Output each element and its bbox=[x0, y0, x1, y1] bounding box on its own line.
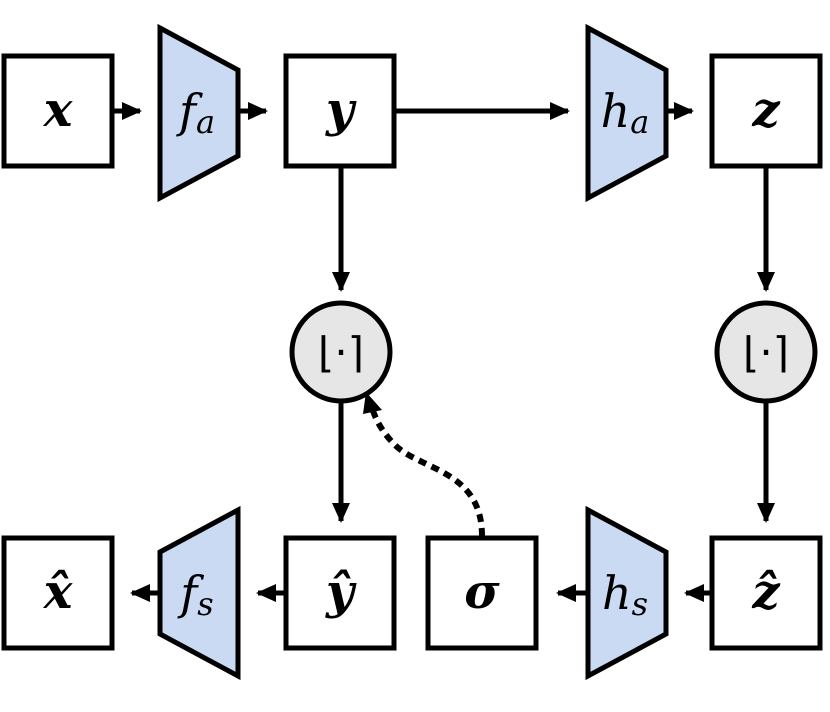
node-y-hat-label: ŷ bbox=[325, 564, 357, 620]
node-sigma-label: σ bbox=[464, 564, 500, 620]
edge-sigma-q1-arrowhead bbox=[363, 392, 382, 414]
node-z: z bbox=[709, 53, 823, 169]
quantizer-y-label: ⌊·⌉ bbox=[318, 328, 364, 377]
transform-fa: fa bbox=[157, 23, 241, 203]
node-x: x bbox=[1, 53, 115, 169]
node-z-hat: ẑ bbox=[709, 535, 823, 651]
node-x-hat-label: x̂ bbox=[43, 564, 74, 620]
quantizer-z: ⌊·⌉ bbox=[714, 300, 818, 404]
transform-fa-label: fa bbox=[176, 84, 215, 141]
quantizer-y: ⌊·⌉ bbox=[289, 300, 393, 404]
transform-hs-label: hs bbox=[602, 566, 648, 623]
node-y: y bbox=[283, 53, 397, 169]
node-x-hat: x̂ bbox=[1, 535, 115, 651]
transform-hs: hs bbox=[585, 505, 669, 681]
transform-fs: fs bbox=[157, 505, 241, 681]
node-x-label: x bbox=[43, 82, 74, 138]
node-z-label: z bbox=[751, 82, 781, 138]
transform-ha: ha bbox=[585, 23, 669, 203]
transform-ha-label: ha bbox=[601, 84, 650, 141]
node-sigma: σ bbox=[425, 535, 539, 651]
edge-sigma-q1-dashed bbox=[369, 407, 485, 537]
node-y-hat: ŷ bbox=[283, 535, 397, 651]
quantizer-z-label: ⌊·⌉ bbox=[743, 328, 789, 377]
node-z-hat-label: ẑ bbox=[751, 564, 781, 620]
node-y-label: y bbox=[325, 82, 357, 138]
